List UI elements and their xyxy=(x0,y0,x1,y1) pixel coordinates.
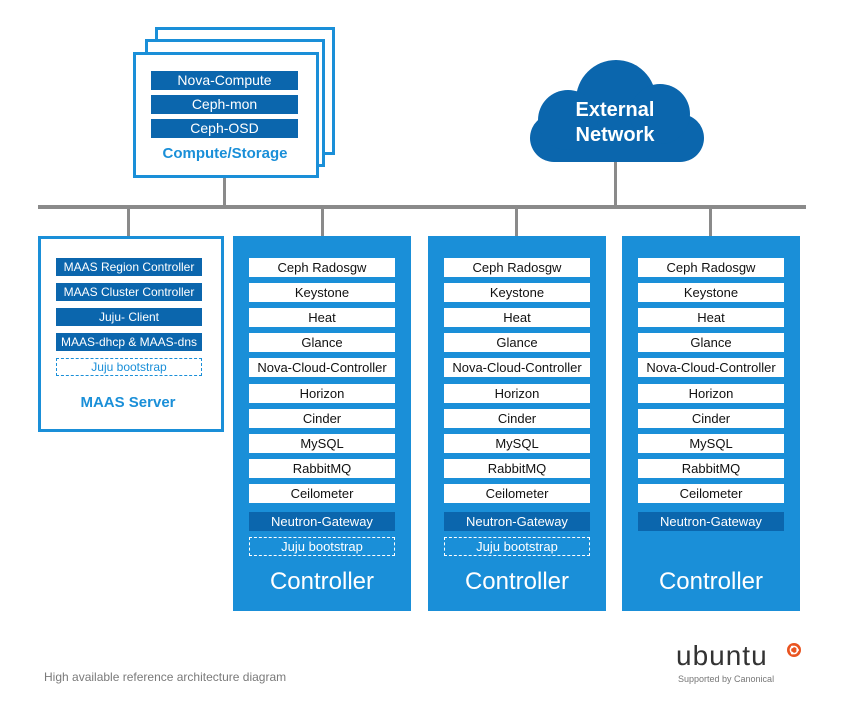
service-item: RabbitMQ xyxy=(249,459,395,478)
service-item: Keystone xyxy=(638,283,784,302)
service-item: Cinder xyxy=(444,409,590,428)
cloud-icon xyxy=(530,60,704,162)
service-item: Glance xyxy=(638,333,784,352)
juju-bootstrap: Juju bootstrap xyxy=(249,537,395,556)
network-bus xyxy=(38,205,806,209)
service-item: Ceilometer xyxy=(444,484,590,503)
ubuntu-logo-icon xyxy=(787,643,801,657)
service-item: Ceph Radosgw xyxy=(444,258,590,277)
service-item: Heat xyxy=(638,308,784,327)
compute-item: Ceph-mon xyxy=(151,95,298,114)
cloud-label-line2: Network xyxy=(575,124,655,146)
service-item: RabbitMQ xyxy=(638,459,784,478)
service-item: Nova-Cloud-Controller xyxy=(638,358,784,377)
controller-2-link xyxy=(515,207,518,237)
service-item: Ceilometer xyxy=(249,484,395,503)
neutron-gateway: Neutron-Gateway xyxy=(444,512,590,531)
controller-title: Controller xyxy=(464,568,570,595)
maas-link xyxy=(127,207,130,237)
service-item: Ceilometer xyxy=(638,484,784,503)
service-item: Ceph Radosgw xyxy=(249,258,395,277)
compute-storage-title: Compute/Storage xyxy=(162,145,288,162)
service-item: Cinder xyxy=(249,409,395,428)
service-item: Keystone xyxy=(444,283,590,302)
maas-juju-bootstrap: Juju bootstrap xyxy=(56,358,202,376)
neutron-gateway: Neutron-Gateway xyxy=(249,512,395,531)
service-item: Ceph Radosgw xyxy=(638,258,784,277)
controller-3-link xyxy=(709,207,712,237)
cloud-label-line1: External xyxy=(575,99,655,121)
maas-item: MAAS Region Controller xyxy=(56,258,202,276)
maas-server-title: MAAS Server xyxy=(80,394,176,411)
service-item: MySQL xyxy=(638,434,784,453)
compute-item: Nova-Compute xyxy=(151,71,298,90)
maas-item: MAAS-dhcp & MAAS-dns xyxy=(56,333,202,351)
controller-title: Controller xyxy=(658,568,764,595)
neutron-gateway: Neutron-Gateway xyxy=(638,512,784,531)
service-item: Glance xyxy=(444,333,590,352)
service-item: RabbitMQ xyxy=(444,459,590,478)
compute-item: Ceph-OSD xyxy=(151,119,298,138)
service-item: MySQL xyxy=(444,434,590,453)
ubuntu-wordmark: ubuntu xyxy=(676,640,768,671)
service-item: Nova-Cloud-Controller xyxy=(444,358,590,377)
juju-bootstrap: Juju bootstrap xyxy=(444,537,590,556)
controller-node-1: Ceph Radosgw Keystone Heat Glance Nova-C… xyxy=(233,236,411,611)
service-item: Glance xyxy=(249,333,395,352)
service-item: MySQL xyxy=(249,434,395,453)
service-item: Nova-Cloud-Controller xyxy=(249,358,395,377)
controller-title: Controller xyxy=(269,568,375,595)
external-network-label: External Network xyxy=(540,98,690,148)
compute-link xyxy=(223,160,226,207)
diagram-caption: High available reference architecture di… xyxy=(44,670,287,684)
service-item: Cinder xyxy=(638,409,784,428)
service-item: Horizon xyxy=(444,384,590,403)
ubuntu-tagline: Supported by Canonical xyxy=(678,674,775,684)
service-item: Heat xyxy=(249,308,395,327)
cloud-link xyxy=(614,155,617,207)
controller-node-3: Ceph Radosgw Keystone Heat Glance Nova-C… xyxy=(622,236,800,611)
service-item: Heat xyxy=(444,308,590,327)
maas-item: MAAS Cluster Controller xyxy=(56,283,202,301)
controller-1-link xyxy=(321,207,324,237)
maas-item: Juju- Client xyxy=(56,308,202,326)
service-item: Horizon xyxy=(249,384,395,403)
service-item: Horizon xyxy=(638,384,784,403)
service-item: Keystone xyxy=(249,283,395,302)
controller-node-2: Ceph Radosgw Keystone Heat Glance Nova-C… xyxy=(428,236,606,611)
